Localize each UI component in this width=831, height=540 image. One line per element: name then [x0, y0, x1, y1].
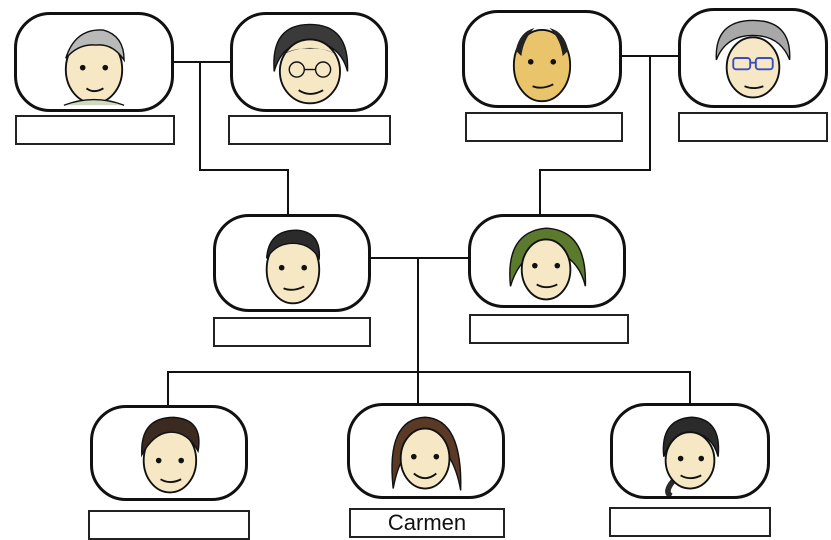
connector-paternal-grandparents	[170, 61, 289, 220]
portrait-brother	[90, 405, 248, 501]
portrait-sister	[610, 403, 770, 499]
portrait-grandfather-maternal	[462, 10, 622, 108]
portrait-mother	[468, 214, 626, 308]
name-label-father[interactable]	[213, 317, 371, 347]
balding-man-icon	[512, 28, 572, 103]
name-label-grandmother-paternal[interactable]	[228, 115, 391, 145]
name-label-mother[interactable]	[469, 314, 629, 344]
connector-children	[167, 258, 691, 405]
name-label-carmen[interactable]: Carmen	[349, 508, 505, 538]
name-label-grandmother-maternal[interactable]	[678, 112, 828, 142]
grey-haired-woman-with-glasses-icon	[715, 19, 791, 99]
girl-ponytail-icon	[662, 416, 720, 496]
portrait-carmen	[347, 403, 505, 499]
portrait-father	[213, 214, 371, 312]
connector-maternal-grandparents	[539, 55, 680, 220]
dark-haired-woman-with-glasses-icon	[273, 23, 349, 105]
name-label-grandfather-maternal[interactable]	[465, 112, 623, 142]
name-label-grandfather-paternal[interactable]	[15, 115, 175, 145]
boy-icon	[141, 416, 200, 494]
portrait-grandmother-maternal	[678, 8, 828, 108]
dark-haired-man-icon	[265, 229, 321, 305]
girl-long-hair-icon	[391, 416, 462, 491]
name-label-sister[interactable]	[609, 507, 771, 537]
grey-haired-man-icon	[63, 29, 125, 106]
portrait-grandfather-paternal	[14, 12, 174, 112]
portrait-grandmother-paternal	[230, 12, 388, 112]
name-label-brother[interactable]	[88, 510, 250, 540]
green-haired-woman-icon	[509, 227, 587, 301]
